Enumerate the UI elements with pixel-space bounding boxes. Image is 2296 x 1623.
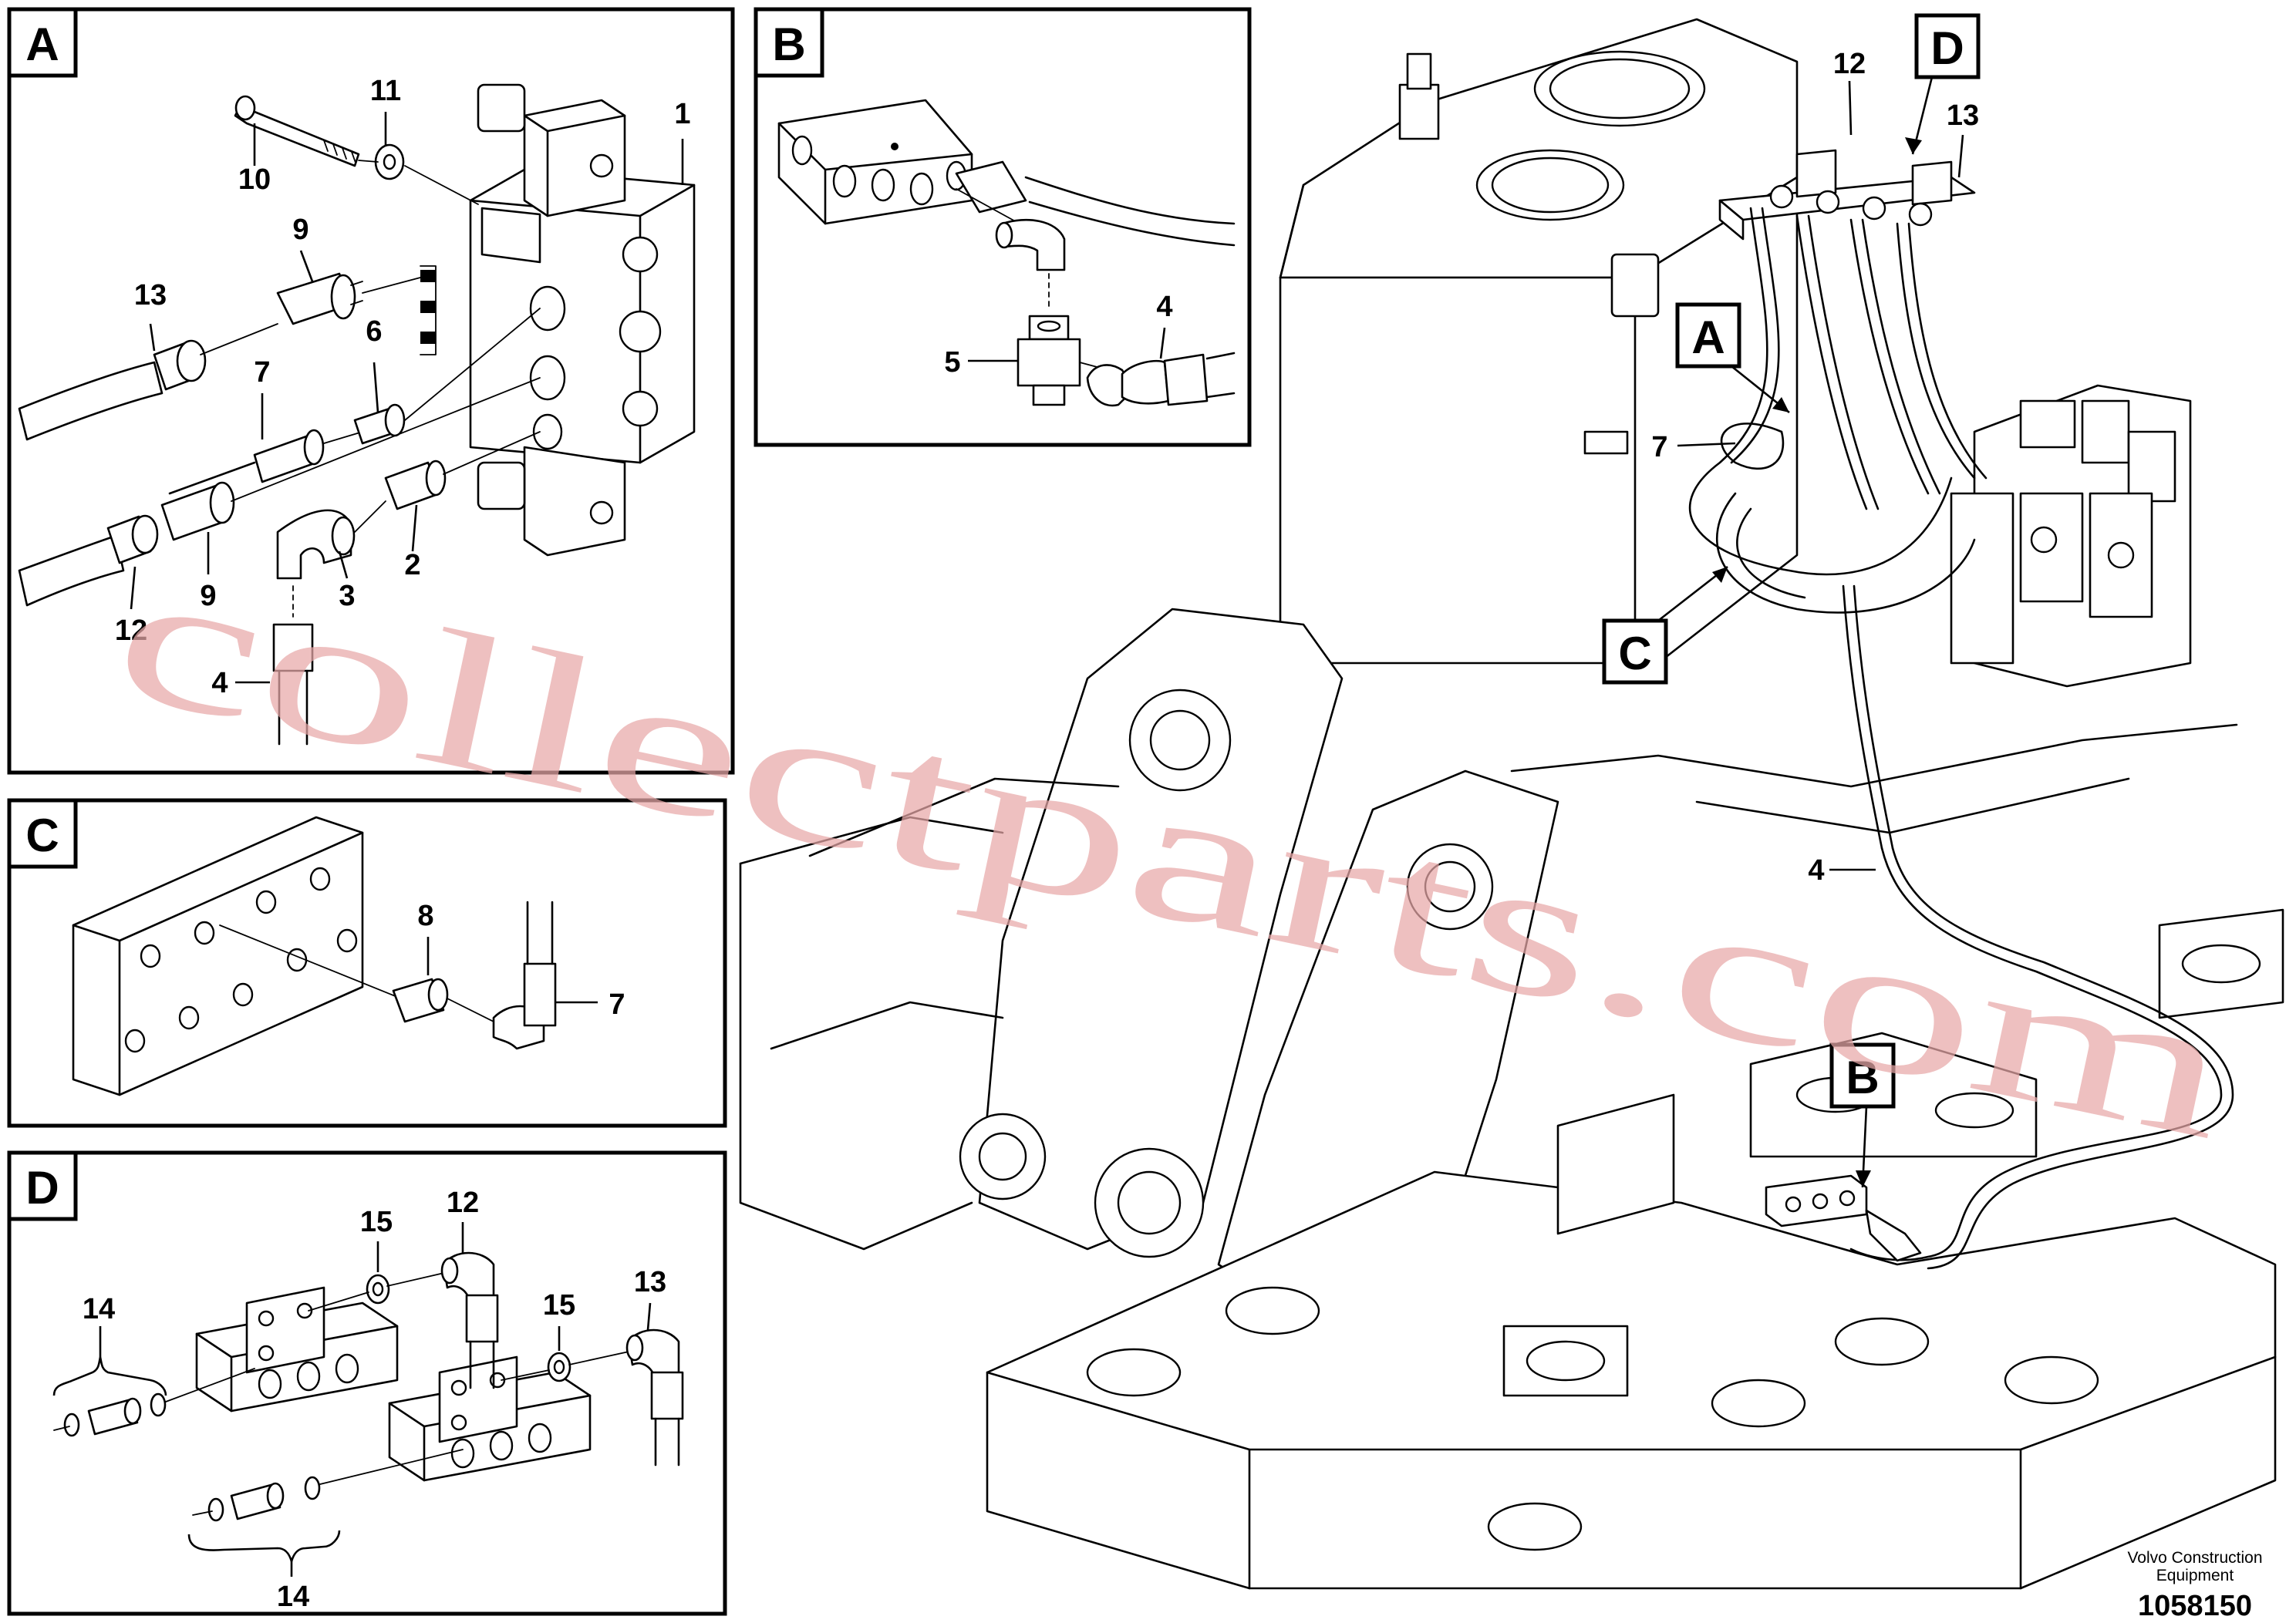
callout-a-13: 13 [134,279,167,311]
panel-b-letter-box [754,7,824,78]
panel-c-letter-box [7,798,78,869]
hose-12 [18,514,159,607]
main-callout-13: 13 [1947,99,1979,132]
elbow-b [995,218,1066,309]
fitting-9-top [276,272,421,325]
callout-d-14-top: 14 [83,1293,115,1325]
hose-4-a [272,585,314,746]
elbow-12-d [440,1251,499,1389]
elbow-3 [276,500,386,580]
callout-a-11: 11 [370,75,401,107]
bracket-d-left [195,1286,399,1413]
main-assembly-illustration [739,18,2284,1590]
hose-fitting-b [955,160,1236,247]
main-letter-d: D [1930,22,1964,74]
main-letter-d-box [1914,13,1981,79]
callout-d-12: 12 [447,1187,479,1219]
tee-5 [1017,315,1104,406]
main-letter-b-box [1829,1042,1896,1109]
hose-bracket-d [1718,149,1976,241]
panel-d-letter-box [7,1150,78,1221]
hose-7-c [492,901,557,1050]
detail-panel-c: C 8 7 [7,798,727,1128]
callout-a-7: 7 [254,356,270,389]
control-valve-block [1950,384,2192,688]
hose-13 [18,323,278,441]
fitting-14-bottom [192,1449,464,1522]
callout-d-14-bottom: 14 [277,1581,309,1613]
callout-b-5: 5 [944,346,960,379]
callout-b-4: 4 [1156,291,1172,323]
panel-d-letter: D [25,1162,59,1214]
washer-15-right [501,1350,633,1382]
callout-a-2: 2 [404,549,420,581]
footer-brand-line2: Equipment [2156,1567,2234,1584]
callout-a-4: 4 [211,667,228,699]
callout-a-10: 10 [238,163,271,196]
boom-mount-frame [739,608,2238,1328]
main-callout-12: 12 [1833,48,1866,80]
callout-d-15-right: 15 [543,1289,575,1322]
panel-b-letter: B [772,19,805,70]
fitting-8 [392,978,494,1023]
main-callout-7: 7 [1651,431,1667,463]
main-letter-a: A [1691,311,1725,363]
fitting-2 [384,431,541,510]
detail-panel-a: A [7,7,735,775]
elbow-13-d [625,1328,684,1466]
washer-15-left [308,1271,448,1312]
main-letter-a-box [1675,302,1741,369]
footer-brand-line1: Volvo Construction [2127,1549,2262,1567]
main-callouts: D A C B 12 13 7 4 [1602,13,1981,1188]
callout-a-1: 1 [674,98,690,130]
main-letter-c: C [1618,628,1651,679]
callout-d-15-left: 15 [360,1206,393,1238]
main-letter-c-box [1602,618,1668,685]
hose-4-b [1086,352,1236,407]
panel-c-letter: C [25,810,59,861]
main-callout-4: 4 [1808,854,1824,887]
callout-c-8: 8 [417,900,433,932]
fitting-14-top [53,1368,255,1437]
callout-a-6: 6 [366,315,382,348]
distribution-block-b [777,99,973,225]
detail-panel-d: D [7,1150,727,1616]
panel-a-letter: A [25,19,59,70]
bolt-10 [234,95,360,167]
main-hoses [1688,207,2234,1270]
detail-panel-b: B [754,7,1252,447]
callout-a-12: 12 [115,615,147,647]
callout-d-13: 13 [634,1266,666,1298]
hose-7-a [168,429,363,495]
callout-c-7: 7 [609,988,625,1021]
callout-a-9-top: 9 [292,214,308,246]
connection-block-b [1765,1174,1922,1262]
panel-a-letter-box [7,7,78,78]
doc-number: 1058150 [2138,1590,2252,1622]
solenoid-valve-1 [420,83,696,557]
main-letter-b: B [1846,1052,1879,1103]
footer: Volvo Construction Equipment 1058150 [2127,1549,2262,1622]
hydraulic-tank [1279,18,1799,665]
callout-a-3: 3 [339,580,355,612]
callout-a-9-bottom: 9 [200,580,216,612]
fitting-9-bottom [160,377,541,541]
